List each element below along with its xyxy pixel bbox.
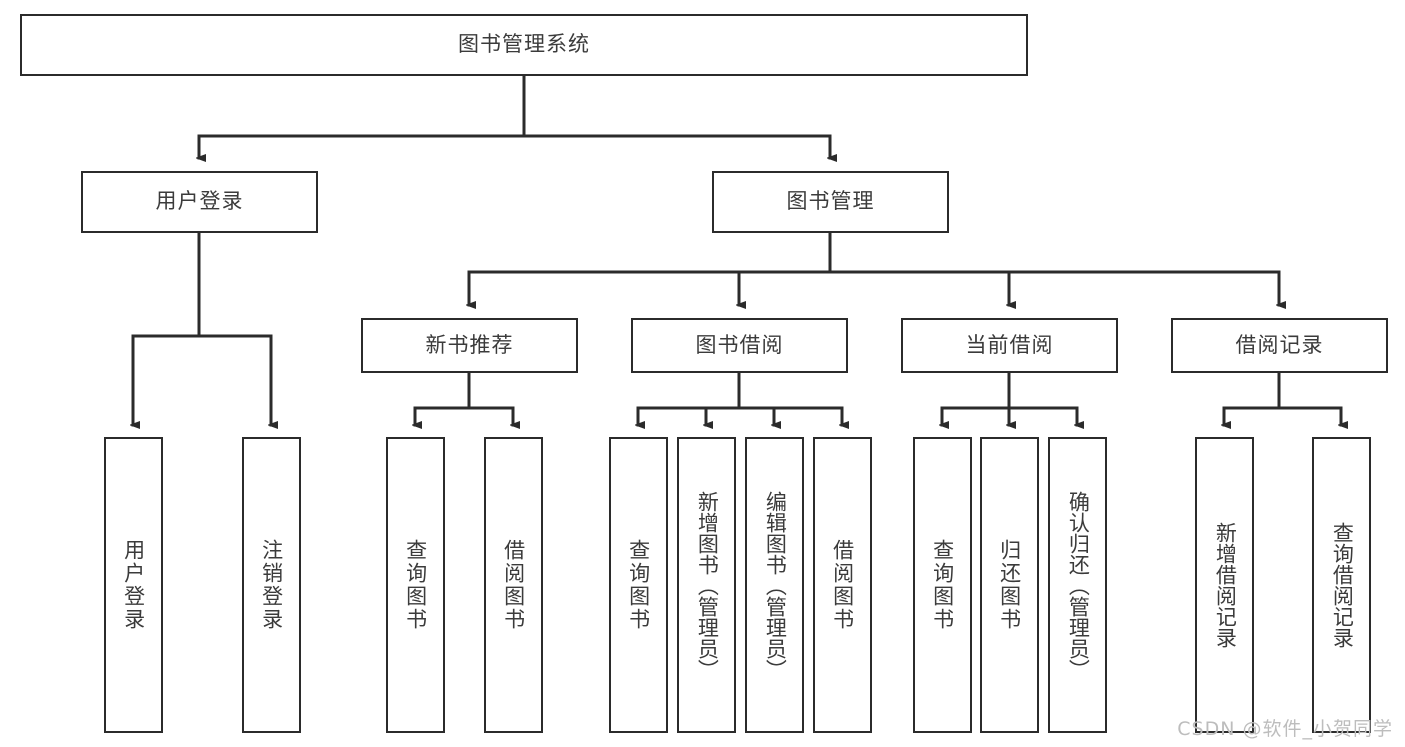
node-label: 确认归还（管理员） (1066, 490, 1091, 680)
node-label: 图书管理 (786, 189, 875, 214)
node-label: 新增借阅记录 (1213, 522, 1238, 648)
node-book-borrow[interactable]: 图书借阅 (631, 318, 848, 373)
leaf-return-book[interactable]: 归还图书 (980, 437, 1039, 733)
node-label: 当前借阅 (965, 332, 1054, 357)
leaf-borrow-book-recommend[interactable]: 借阅图书 (484, 437, 543, 733)
leaf-edit-book-admin[interactable]: 编辑图书（管理员） (745, 437, 804, 733)
node-label: 查询图书 (403, 539, 428, 631)
node-label: 编辑图书（管理员） (763, 490, 788, 680)
node-label: 用户登录 (121, 539, 146, 631)
node-label: 查询图书 (930, 539, 955, 631)
node-label: 借阅图书 (501, 539, 526, 631)
node-book-management[interactable]: 图书管理 (712, 171, 949, 233)
node-label: 图书借阅 (695, 332, 784, 357)
node-label: 用户登录 (155, 189, 244, 214)
node-label: 借阅记录 (1235, 332, 1324, 357)
node-new-book-recommend[interactable]: 新书推荐 (361, 318, 578, 373)
node-label: 新增图书（管理员） (695, 490, 720, 680)
leaf-confirm-return-admin[interactable]: 确认归还（管理员） (1048, 437, 1107, 733)
node-label: 新书推荐 (425, 332, 514, 357)
leaf-user-login[interactable]: 用户登录 (104, 437, 163, 733)
leaf-add-borrow-record[interactable]: 新增借阅记录 (1195, 437, 1254, 733)
leaf-borrow-book[interactable]: 借阅图书 (813, 437, 872, 733)
leaf-query-book-recommend[interactable]: 查询图书 (386, 437, 445, 733)
leaf-query-borrow-record[interactable]: 查询借阅记录 (1312, 437, 1371, 733)
node-label: 图书管理系统 (458, 32, 590, 57)
leaf-logout[interactable]: 注销登录 (242, 437, 301, 733)
leaf-query-book-borrow[interactable]: 查询图书 (609, 437, 668, 733)
node-current-borrow[interactable]: 当前借阅 (901, 318, 1118, 373)
node-borrow-record[interactable]: 借阅记录 (1171, 318, 1388, 373)
node-label: 注销登录 (259, 539, 284, 631)
csdn-watermark: CSDN @软件_小贺同学 (1177, 718, 1393, 740)
node-label: 查询图书 (626, 539, 651, 631)
leaf-query-book-current[interactable]: 查询图书 (913, 437, 972, 733)
node-root-system[interactable]: 图书管理系统 (20, 14, 1028, 76)
node-label: 查询借阅记录 (1330, 522, 1355, 648)
node-user-login[interactable]: 用户登录 (81, 171, 318, 233)
leaf-add-book-admin[interactable]: 新增图书（管理员） (677, 437, 736, 733)
node-label: 借阅图书 (830, 539, 855, 631)
node-label: 归还图书 (997, 539, 1022, 631)
